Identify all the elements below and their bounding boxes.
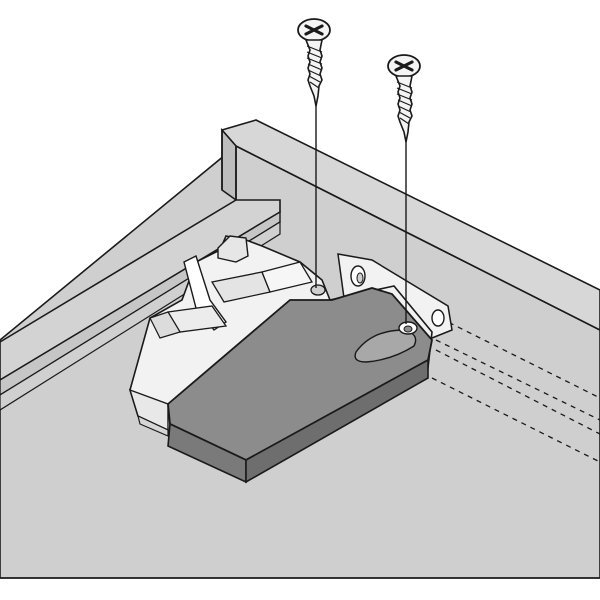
bracket-screw-hole	[310, 284, 326, 296]
screw-guide-lines	[315, 104, 407, 324]
cross-icon	[304, 24, 324, 36]
side-board-top	[0, 199, 281, 381]
screw-right	[387, 54, 421, 143]
plate-hole-right	[431, 309, 445, 327]
bracket-cover	[167, 287, 433, 484]
cover-side-face	[245, 358, 429, 484]
screw-left	[297, 18, 331, 107]
cover-recess	[354, 329, 417, 363]
drawer-runner-outline	[431, 317, 600, 463]
cross-icon	[394, 60, 414, 72]
bracket-latch	[217, 235, 249, 263]
